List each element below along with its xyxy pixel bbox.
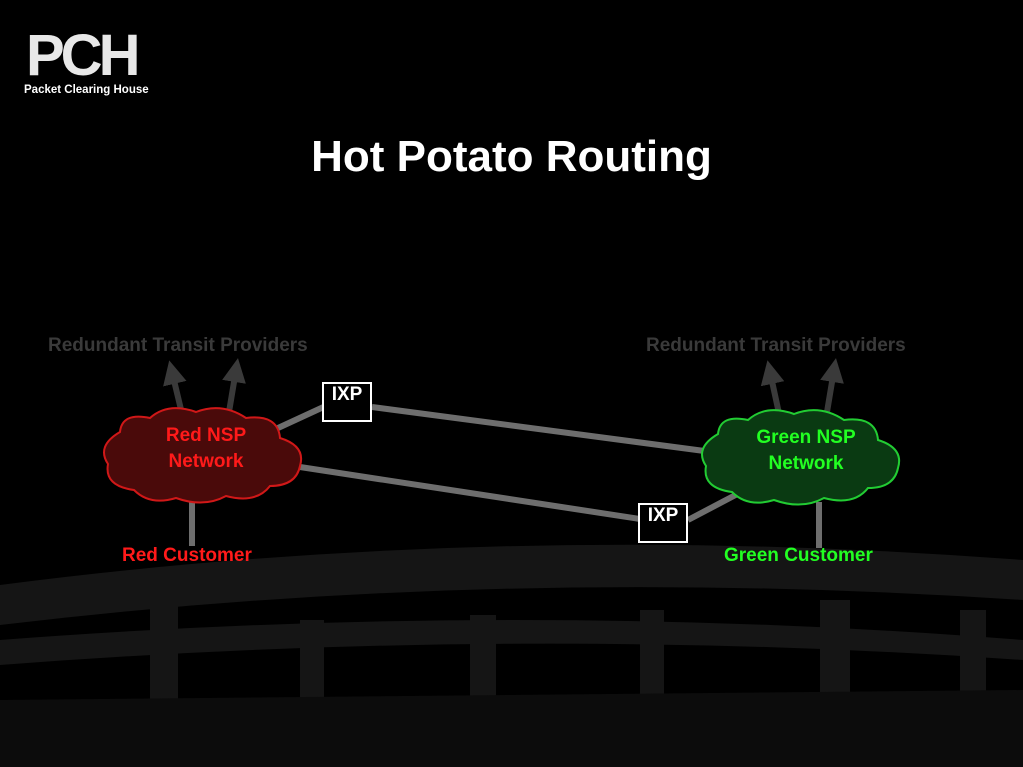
green-nsp-line2: Network	[768, 453, 844, 474]
slide-title: Hot Potato Routing	[311, 132, 712, 181]
ixp-top-box: IXP	[322, 382, 372, 422]
red-nsp-cloud	[103, 407, 302, 504]
logo-letters: PCH	[26, 23, 140, 88]
link-ixp-top-to-green	[371, 404, 713, 455]
green-nsp-cloud	[701, 409, 900, 506]
right-transit-label: Redundant Transit Providers	[646, 335, 906, 356]
green-customer-label: Green Customer	[724, 545, 873, 566]
red-nsp-line1: Red NSP	[165, 425, 247, 446]
customer-links	[189, 500, 822, 548]
right-transit-arrow-2	[820, 358, 844, 419]
left-transit-label: Redundant Transit Providers	[48, 335, 308, 356]
pch-logo: PCH Packet Clearing House	[24, 23, 184, 102]
logo-subtitle: Packet Clearing House	[24, 84, 149, 96]
green-nsp-label: Green NSP Network	[726, 425, 886, 477]
ixp-bottom-box: IXP	[638, 503, 688, 543]
red-nsp-line2: Network	[168, 451, 244, 472]
red-nsp-label: Red NSP Network	[126, 423, 286, 475]
red-customer-label: Red Customer	[122, 545, 252, 566]
green-nsp-line1: Green NSP	[756, 427, 856, 448]
link-red-to-ixp-bottom	[299, 464, 641, 522]
link-red-to-ixp-top	[276, 401, 332, 431]
